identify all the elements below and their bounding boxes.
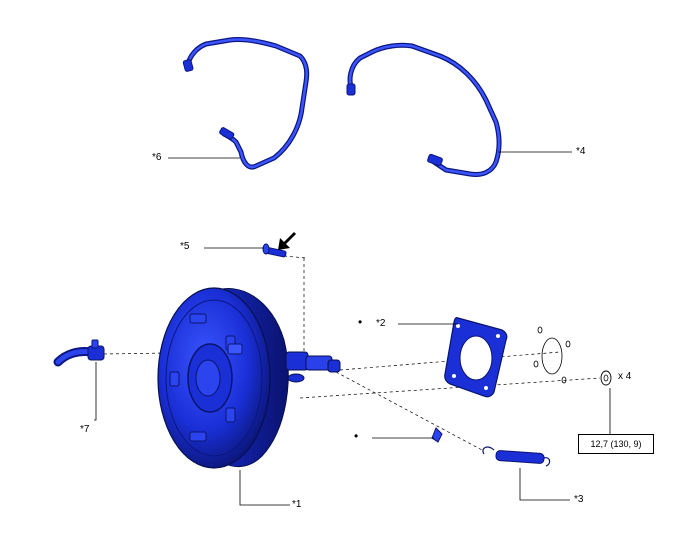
callout-gasket: *2 [376,318,386,329]
return-spring [482,446,551,467]
nut [600,370,612,386]
nut-quantity: x 4 [618,371,632,382]
leader-spring [519,468,570,501]
callout-brake-pipe-1: *4 [576,146,586,157]
arrow-down-left-icon [278,232,296,250]
callout-brake-booster: *1 [292,499,302,510]
clevis-pin [262,243,287,258]
bullet-gasket: • [358,315,363,329]
callout-brake-pipe-2: *6 [152,152,162,163]
brake-pipe-1 [346,42,502,177]
callout-return-spring: *3 [574,494,584,505]
callout-vacuum-hose: *7 [80,424,90,435]
vacuum-hose [53,339,105,367]
brake-booster [157,287,341,469]
leader-booster [239,470,290,506]
callout-clevis-pin: *5 [180,241,190,252]
clip [431,427,443,443]
brake-pipe-2 [182,37,310,170]
leader-hose [94,362,97,421]
bullet-clip: • [354,429,359,443]
booster-gasket [444,317,508,398]
torque-spec-box: 12,7 (130, 9) [578,434,654,454]
o-ring-group [533,326,571,384]
